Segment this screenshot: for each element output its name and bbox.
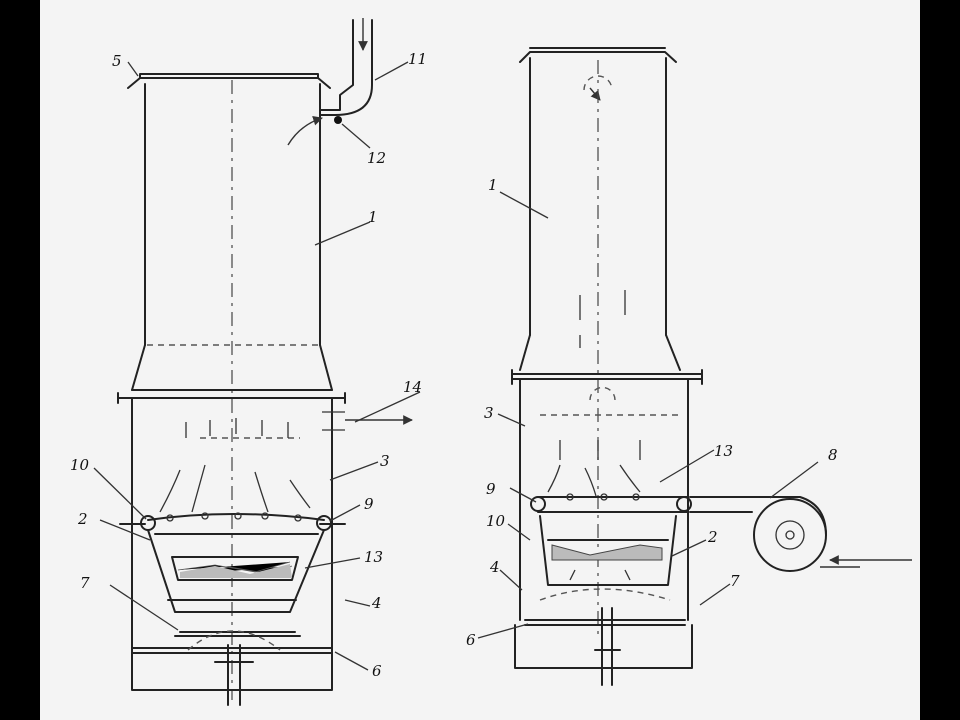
left-label-14: 14 [403,378,422,396]
left-bunker-shell [144,83,321,346]
left-reduction-cone [147,529,325,613]
left-label-10: 10 [70,456,90,474]
left-cone [131,344,333,391]
left-tuyere-ring [147,513,325,521]
left-label-11: 11 [408,50,427,68]
right-label-13: 10 [486,512,506,530]
left-top-cover [127,73,331,89]
right-blower-fan [753,498,827,572]
left-label-13: 13 [364,548,383,566]
left-valve-12 [334,116,342,124]
left-label-2: 2 [77,510,88,528]
left-label-7: 7 [80,574,90,592]
right-tuyere-node-10 [676,496,692,512]
right-label-10: 13 [714,442,733,460]
right-ash-pan [524,619,686,626]
right-label-1: 1 [488,176,498,194]
right-label-7: 7 [730,572,740,590]
right-casing [519,379,689,621]
right-label-3: 3 [484,404,494,422]
left-outlet-pipe [319,19,373,116]
left-label-4: 4 [371,594,382,612]
left-label-5: 5 [112,52,122,70]
left-label-12: 12 [367,149,386,167]
right-label-4: 4 [489,558,500,576]
left-label-1: 1 [368,208,378,226]
right-label-8: 8 [828,446,838,464]
right-tuyere-node-9 [530,496,546,512]
right-reduction-zone [539,515,677,586]
left-ash-pan [174,631,301,637]
gas-generator-schematic: 5 11 12 1 14 3 10 9 2 13 7 4 6 [70,18,912,706]
left-label-6: 6 [372,662,382,680]
left-label-3: 3 [380,452,390,470]
right-label-2: 2 [707,528,718,546]
right-label-9: 9 [486,480,496,498]
left-generator-figure: 5 11 12 1 14 3 10 9 2 13 7 4 6 [70,18,427,706]
right-top-cover [519,47,677,63]
drawing-canvas: 5 11 12 1 14 3 10 9 2 13 7 4 6 [40,0,920,720]
left-label-9: 9 [364,495,374,513]
right-bunker-shell [529,57,667,336]
right-label-6: 6 [466,631,476,649]
right-air-duct [689,496,771,513]
right-generator-figure: 1 3 13 8 9 10 2 4 7 6 [466,47,912,686]
